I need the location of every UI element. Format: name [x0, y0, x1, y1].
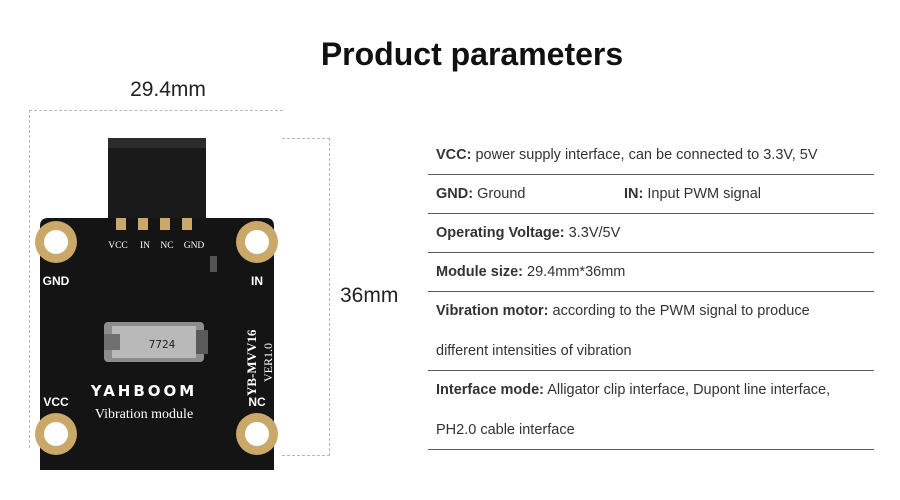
param-value: different intensities of vibration	[436, 343, 632, 359]
param-row-voltage: Operating Voltage: 3.3V/5V	[428, 214, 874, 253]
page-title: Product parameters	[320, 36, 624, 72]
param-value: Ground	[477, 186, 526, 202]
pin-label-vcc: VCC	[108, 241, 128, 251]
vibration-module-image: VCC IN NC GND GND IN VCC NC 7724 YB-MVV1…	[35, 138, 278, 470]
mounting-pads	[35, 221, 278, 455]
version-label: VER1.0	[261, 343, 275, 382]
param-label: GND:	[436, 186, 474, 202]
parameters-table: VCC: power supply interface, can be conn…	[428, 136, 874, 450]
param-label: Operating Voltage:	[436, 225, 565, 241]
param-row-interface-cont: PH2.0 cable interface	[428, 411, 874, 450]
height-dimension-guide	[282, 138, 330, 456]
param-row-motor: Vibration motor: according to the PWM si…	[428, 292, 874, 332]
param-value: Alligator clip interface, Dupont line in…	[547, 382, 831, 398]
height-dimension-label: 36mm	[340, 284, 399, 307]
param-value: power supply interface, can be connected…	[475, 147, 818, 163]
param-label: IN:	[624, 186, 644, 202]
param-value: 3.3V/5V	[568, 225, 621, 241]
param-label: Interface mode:	[436, 382, 544, 398]
pin-label-nc: NC	[160, 241, 173, 251]
motor-marking: 7724	[149, 338, 176, 351]
param-row-size: Module size: 29.4mm*36mm	[428, 253, 874, 292]
label-gnd: GND	[43, 274, 70, 288]
width-dimension-label: 29.4mm	[130, 78, 206, 101]
param-value: 29.4mm*36mm	[527, 264, 626, 280]
param-in: IN: Input PWM signal	[624, 175, 761, 214]
vibration-motor: 7724	[104, 322, 208, 362]
param-label: Vibration motor:	[436, 303, 549, 319]
param-row-vcc: VCC: power supply interface, can be conn…	[428, 136, 874, 175]
pin-header	[108, 138, 206, 218]
label-nc: NC	[248, 395, 266, 409]
param-label: Module size:	[436, 264, 524, 280]
param-value: according to the PWM signal to produce	[552, 303, 810, 319]
width-dimension-guide	[29, 110, 283, 448]
label-in: IN	[251, 274, 263, 288]
param-label: VCC:	[436, 147, 472, 163]
param-value: PH2.0 cable interface	[436, 422, 575, 438]
model-label: YB-MVV16	[244, 329, 259, 396]
param-row-gnd-in: GND: Ground IN: Input PWM signal	[428, 175, 874, 214]
pin-label-gnd: GND	[184, 241, 205, 251]
brand-logo: YAHBOOM	[90, 382, 197, 400]
module-name-label: Vibration module	[95, 407, 193, 422]
param-row-interface: Interface mode: Alligator clip interface…	[428, 371, 874, 411]
pin-label-in: IN	[140, 241, 150, 251]
label-vcc: VCC	[43, 395, 69, 409]
param-value: Input PWM signal	[647, 186, 762, 202]
header-pins	[116, 218, 192, 230]
param-row-motor-cont: different intensities of vibration	[428, 332, 874, 371]
